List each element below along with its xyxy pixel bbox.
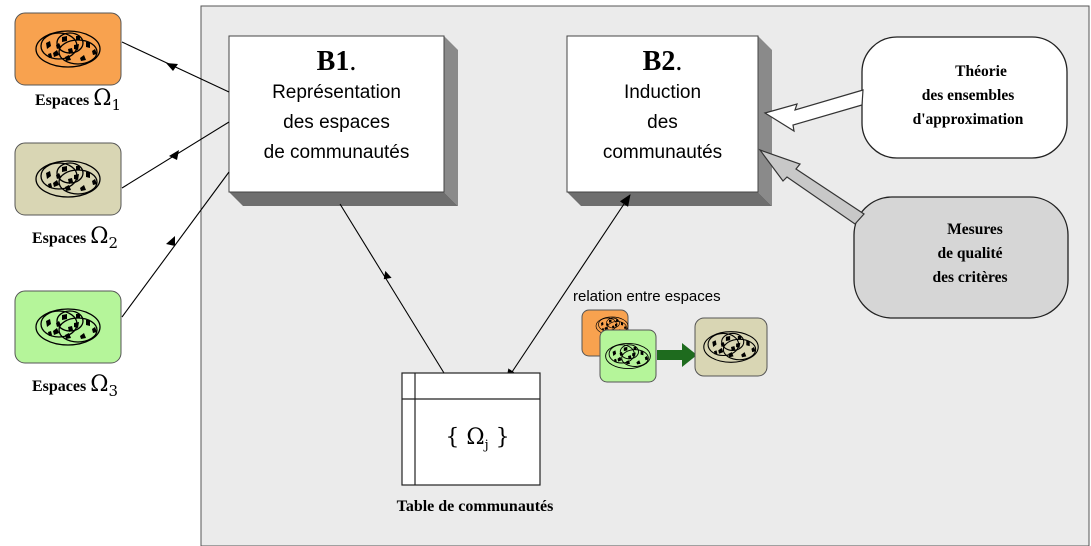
measures-line-3: des critères xyxy=(932,269,1008,286)
space-3-icon xyxy=(14,290,122,364)
table-index: j xyxy=(484,438,489,453)
b1-title-text: B1 xyxy=(316,46,350,77)
measures-ellipse xyxy=(853,196,1069,319)
b1-line-2: des espaces xyxy=(283,112,390,133)
space-2-omega: Ω xyxy=(90,224,109,249)
b2-text: B2. Induction des communautés xyxy=(567,46,758,168)
b2-line-3: communautés xyxy=(602,142,723,163)
theory-line-1: Théorie xyxy=(955,63,1007,80)
relation-label: relation entre espaces xyxy=(573,288,721,305)
space-2-icon xyxy=(14,142,122,216)
space-2-label: Espaces Ω2 xyxy=(10,224,140,252)
theory-line-3: d'approximation xyxy=(912,111,1024,128)
space-1-index: 1 xyxy=(111,96,122,114)
space-3-index: 3 xyxy=(108,382,119,400)
b1-title: B1. xyxy=(229,46,444,78)
b2-title-dot: . xyxy=(675,46,683,77)
space-2-word: Espaces xyxy=(31,230,87,247)
space-3-label: Espaces Ω3 xyxy=(10,372,140,400)
measures-to-b2-arrow xyxy=(758,148,865,225)
theory-ellipse xyxy=(861,36,1068,159)
space-1-icon xyxy=(14,12,122,86)
space-3-omega: Ω xyxy=(90,372,109,397)
b1-box xyxy=(228,35,458,206)
space-3-word: Espaces xyxy=(31,378,87,395)
measures-line-2: de qualité xyxy=(937,245,1003,262)
table-close-brace: } xyxy=(495,425,510,450)
measures-line-1: Mesures xyxy=(947,221,1003,238)
b1-to-table-arrow xyxy=(339,203,445,374)
b1-line-1: Représentation xyxy=(272,82,401,103)
b2-line-2: des xyxy=(647,112,678,133)
theory-line-2: des ensembles xyxy=(921,87,1015,104)
table-open-brace: { xyxy=(445,425,460,450)
b2-title-text: B2 xyxy=(642,46,676,77)
table-label: Table de communautés xyxy=(396,498,554,515)
b2-line-1: Induction xyxy=(623,82,702,103)
b2-table-double-arrow xyxy=(505,194,631,382)
b2-title: B2. xyxy=(567,46,758,78)
table-content: { Ωj } xyxy=(415,425,540,453)
space-1-word: Espaces xyxy=(34,92,90,109)
space-2-index: 2 xyxy=(108,234,119,252)
community-table xyxy=(401,372,541,486)
space-1-label: Espaces Ω1 xyxy=(13,86,143,114)
relation-graphic xyxy=(581,309,768,383)
measures-text: Mesures de qualité des critères xyxy=(860,218,1060,290)
theory-to-b2-arrow xyxy=(763,89,864,133)
theory-text: Théorie des ensembles d'approximation xyxy=(868,60,1068,132)
b1-line-3: de communautés xyxy=(263,142,410,163)
space-to-b1-arrows xyxy=(121,41,230,318)
b1-text: B1. Représentation des espaces de commun… xyxy=(229,46,444,168)
table-omega: Ω xyxy=(466,425,485,450)
space-1-omega: Ω xyxy=(93,86,112,111)
b1-title-dot: . xyxy=(349,46,357,77)
